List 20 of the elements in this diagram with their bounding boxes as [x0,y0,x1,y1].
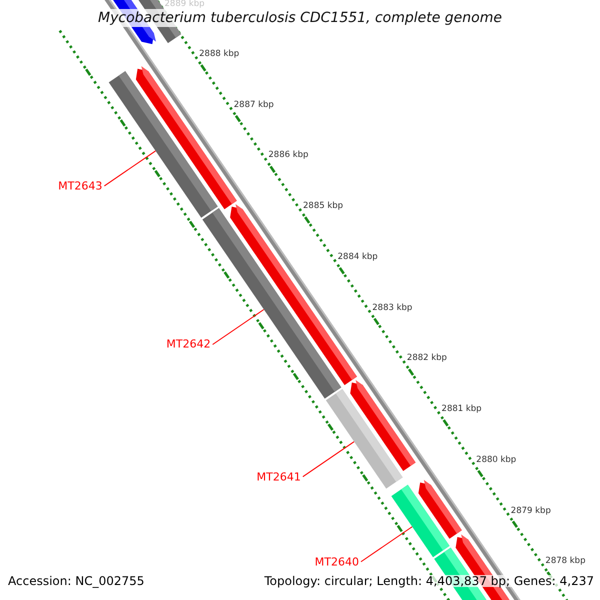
gene-bar [108,71,218,218]
accession-text: Accession: NC_002755 [8,575,144,587]
scale-label: 2885 kbp [303,202,344,211]
gene-label: MT2640 [314,556,361,568]
gene-label: MT2642 [166,338,213,350]
gene-label: MT2641 [256,471,303,482]
gene-label: MT2643 [58,180,104,192]
gene-bar [326,389,403,489]
scale-label: 2880 kbp [476,456,516,464]
leader-line [360,526,413,562]
scale-label: 2878 kbp [545,557,586,566]
scale-label: 2881 kbp [442,405,482,414]
leader-line [104,150,156,186]
scale-label: 2887 kbp [234,100,274,110]
leader-line [212,309,264,345]
gene-bar [391,484,450,558]
scale-label: 2884 kbp [338,252,378,262]
scale-label: 2879 kbp [510,506,551,515]
scale-label: 2886 kbp [268,151,308,160]
leader-line [302,441,355,478]
